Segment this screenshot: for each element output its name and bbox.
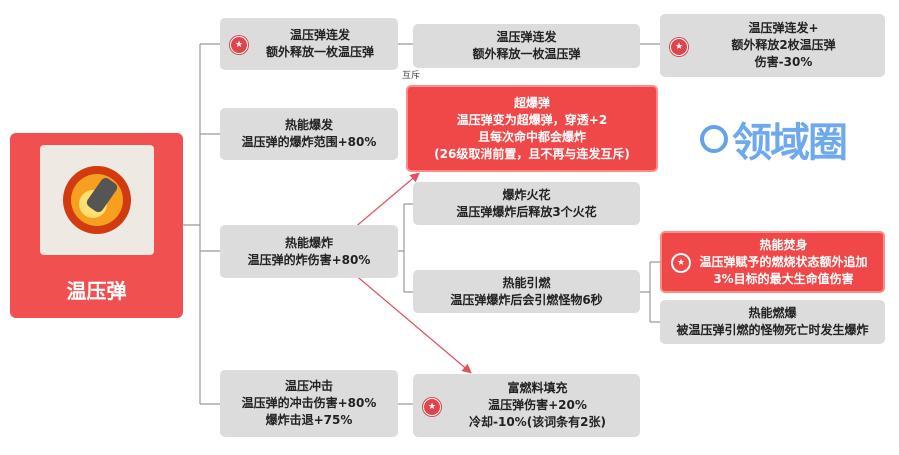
skill-title: 温压弹连发	[496, 30, 557, 44]
skill-node-burst[interactable]: ★ 温压弹连发额外释放一枚温压弹	[220, 18, 398, 70]
skill-title: 热能焚身	[759, 237, 808, 252]
watermark: 领域圈	[700, 110, 848, 168]
arrow-to-fuel	[339, 261, 472, 374]
peek-text: 互斥	[402, 71, 421, 81]
star-icon: ★	[423, 397, 441, 416]
watermark-logo-icon	[700, 125, 728, 153]
skill-node-ignite[interactable]: 热能引燃温压弹爆炸后会引燃怪物6秒	[413, 270, 640, 313]
star-icon: ★	[670, 37, 688, 56]
skill-node-combust[interactable]: 热能燃爆被温压弹引燃的怪物死亡时发生爆炸	[660, 300, 885, 344]
skill-title: 温压冲击	[284, 379, 333, 393]
skill-node-fuel[interactable]: ★ 富燃料填充温压弹伤害+20% 冷却-10%(该词条有2张)	[413, 374, 640, 437]
skill-title: 富燃料填充	[507, 381, 568, 395]
skill-node-super[interactable]: 超爆弹温压弹变为超爆弹，穿透+2 且每次命中都会爆炸 (26级取消前置，且不再与连发…	[406, 85, 658, 172]
skill-desc-line: 温压弹的炸伤害+80%	[247, 252, 371, 267]
skill-desc-line: 温压弹爆炸后释放3个火花	[456, 204, 597, 219]
skill-desc-line: 且每次命中都会爆炸	[477, 129, 586, 144]
skill-title: 超爆弹	[513, 95, 550, 110]
skill-title: 爆炸火花	[502, 187, 551, 202]
watermark-text: 领域圈	[732, 120, 848, 166]
skill-title: 热能燃爆	[748, 306, 797, 320]
skill-desc-line: 被温压弹引燃的怪物死亡时发生爆炸	[676, 323, 869, 337]
thermobaric-shell-icon	[40, 145, 154, 255]
skill-desc-line: 温压弹伤害+20%	[488, 398, 587, 412]
skill-node-immolate[interactable]: ★ 热能焚身温压弹赋予的燃烧状态额外追加 3%目标的最大生命值伤害	[660, 231, 885, 293]
skill-title: 热能引燃	[502, 275, 551, 290]
skill-desc-line: 3%目标的最大生命值伤害	[713, 271, 854, 286]
skill-title: 热能爆炸	[284, 235, 333, 250]
skill-desc-line: 温压弹变为超爆弹，穿透+2	[456, 112, 608, 127]
skill-desc-line: 额外释放一枚温压弹	[265, 45, 374, 59]
root-title: 温压弹	[66, 279, 127, 303]
skill-desc-line: 温压弹爆炸后会引燃怪物6秒	[450, 292, 603, 307]
skill-desc-line: 爆炸击退+75%	[265, 413, 353, 427]
star-icon: ★	[230, 36, 248, 54]
skill-desc-line: 冷却-10%(该词条有2张)	[468, 415, 607, 429]
star-icon: ★	[672, 254, 690, 272]
skill-node-spark[interactable]: 爆炸火花温压弹爆炸后释放3个火花	[413, 182, 640, 225]
root-skill-card[interactable]: 温压弹	[10, 133, 183, 318]
skill-node-burst2[interactable]: 温压弹连发额外释放一枚温压弹	[413, 24, 640, 68]
skill-desc-line: 额外释放一枚温压弹	[472, 47, 581, 61]
skill-desc-line: (26级取消前置，且不再与连发互斥)	[434, 146, 630, 161]
skill-node-heat-blast[interactable]: 热能爆发温压弹的爆炸范围+80%	[220, 108, 398, 160]
skill-desc-line: 温压弹的爆炸范围+80%	[241, 135, 377, 149]
skill-title: 温压弹连发+	[748, 21, 819, 35]
skill-title: 热能爆发	[284, 118, 333, 132]
skill-title: 温压弹连发	[289, 28, 350, 42]
skill-desc-line: 额外释放2枚温压弹	[731, 38, 836, 52]
skill-desc-line: 伤害-30%	[754, 55, 813, 69]
skill-node-heat-explode[interactable]: 热能爆炸温压弹的炸伤害+80%	[220, 225, 398, 278]
skill-node-impact[interactable]: 温压冲击温压弹的冲击伤害+80% 爆炸击退+75%	[220, 370, 398, 437]
skill-desc-line: 温压弹的冲击伤害+80%	[241, 396, 377, 410]
skill-desc-line: 温压弹赋予的燃烧状态额外追加	[699, 254, 868, 269]
skill-node-burst-plus[interactable]: ★ 温压弹连发+ 额外释放2枚温压弹伤害-30%	[660, 14, 885, 77]
